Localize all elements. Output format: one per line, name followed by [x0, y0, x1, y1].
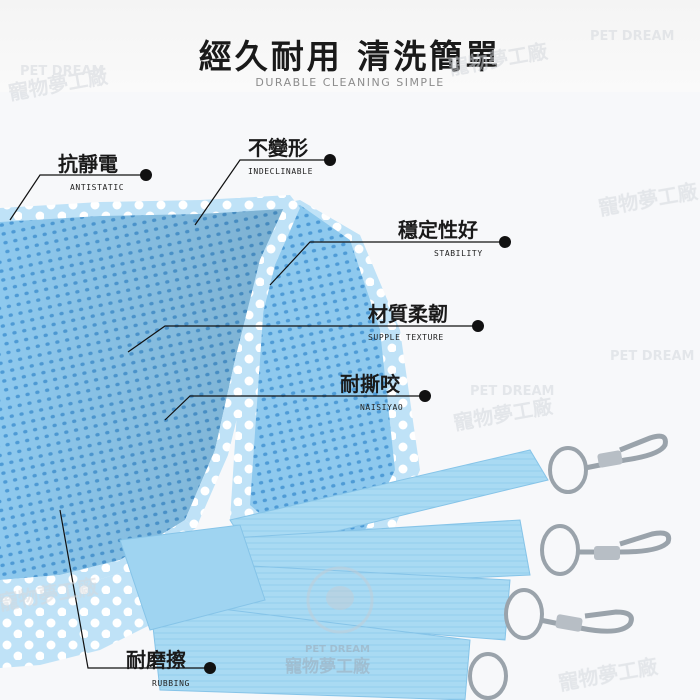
callout-line-rubbing [59, 509, 210, 669]
page-title: 經久耐用 清洗簡單 [198, 37, 502, 76]
feature-supple-texture: 材質柔韌 SUPPLE TEXTURE [368, 298, 448, 342]
hammock-top-binding [0, 195, 300, 222]
hammock-edge-binding [185, 205, 300, 528]
callout-line-antistatic [9, 174, 146, 221]
callout-dot-indeclinable [324, 154, 336, 166]
svg-text:寵物夢工廠: 寵物夢工廠 [447, 39, 551, 80]
callout-dot-antistatic [140, 169, 152, 181]
callout-line-naisiyao [164, 395, 425, 421]
svg-text:寵物夢工廠: 寵物夢工廠 [557, 654, 661, 695]
callout-dot-stability [499, 236, 511, 248]
feature-indeclinable: 不變形 INDECLINABLE [248, 132, 313, 176]
callout-dot-rubbing [204, 662, 216, 674]
clip-3 [539, 609, 634, 634]
callout-dot-supple [472, 320, 484, 332]
feature-naisiyao-title: 耐撕咬 [340, 372, 400, 396]
svg-text:寵物夢工廠: 寵物夢工廠 [597, 179, 700, 220]
svg-text:寵物夢工廠: 寵物夢工廠 [285, 656, 371, 677]
callout-dot-naisiyao [419, 390, 431, 402]
metal-clips [468, 433, 672, 700]
svg-text:PET DREAM: PET DREAM [610, 349, 694, 364]
strap-4 [149, 599, 471, 700]
svg-text:PET DREAM: PET DREAM [20, 64, 104, 79]
page-subtitle: DURABLE CLEANING SIMPLE [255, 76, 445, 89]
feature-stability-subtitle: STABILITY [434, 249, 483, 258]
feature-rubbing-title: 耐磨擦 [126, 648, 186, 672]
callout-line-supple [127, 325, 478, 353]
feature-antistatic: 抗靜電 ANTISTATIC [58, 148, 124, 192]
svg-text:PET DREAM: PET DREAM [305, 644, 370, 655]
feature-rubbing-subtitle: RUBBING [152, 679, 190, 688]
hammock-bottom-binding [0, 520, 196, 595]
ring-2 [540, 524, 580, 576]
feature-antistatic-title: 抗靜電 [58, 152, 118, 176]
svg-text:PET DREAM: PET DREAM [470, 384, 554, 399]
ring-3 [504, 588, 544, 640]
brand-watermark-logo: PET DREAM 寵物夢工廠 [285, 566, 374, 677]
feature-antistatic-subtitle: ANTISTATIC [70, 183, 125, 192]
hammock-straps [119, 449, 549, 700]
feature-supple-texture-subtitle: SUPPLE TEXTURE [368, 333, 444, 342]
callout-dots [140, 154, 511, 674]
feature-stability-title: 穩定性好 [398, 218, 478, 242]
feature-supple-texture-title: 材質柔韌 [368, 302, 448, 326]
clip-2 [578, 530, 672, 555]
feature-naisiyao: 耐撕咬 NAISIYAO [340, 368, 403, 412]
feature-indeclinable-subtitle: INDECLINABLE [248, 167, 313, 176]
svg-text:PET DREAM: PET DREAM [590, 29, 674, 44]
svg-text:寵物夢工廠: 寵物夢工廠 [452, 394, 556, 435]
feature-stability: 穩定性好 STABILITY [398, 214, 483, 258]
feature-naisiyao-subtitle: NAISIYAO [360, 403, 404, 412]
header-banner [0, 0, 700, 92]
callout-line-stability [269, 241, 505, 286]
feature-indeclinable-title: 不變形 [248, 136, 308, 160]
ring-4 [468, 652, 508, 700]
clip-1 [584, 433, 668, 471]
callout-lines [9, 159, 505, 669]
feature-rubbing: 耐磨擦 RUBBING [126, 644, 190, 688]
hammock-inner-mesh [250, 205, 395, 540]
ring-1 [548, 446, 588, 494]
callout-line-indeclinable [194, 159, 330, 226]
